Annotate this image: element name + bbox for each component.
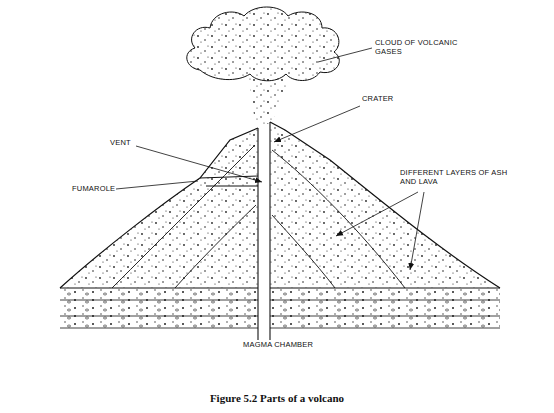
layer-line xyxy=(272,150,405,288)
gas-cloud xyxy=(187,7,340,81)
layer-line xyxy=(112,145,255,288)
leader-line xyxy=(274,106,360,142)
leader-line xyxy=(410,192,424,270)
figure-caption: Figure 5.2 Parts of a volcano xyxy=(127,392,427,404)
part-label: VENT xyxy=(110,138,150,147)
leader-line xyxy=(116,181,198,189)
fumarole-channel xyxy=(200,176,258,186)
volcano-cone xyxy=(60,128,258,288)
part-label: FUMAROLE xyxy=(72,184,132,193)
leader-line xyxy=(136,146,262,182)
vent xyxy=(258,124,270,340)
layer-line xyxy=(175,205,256,288)
part-label: MAGMA CHAMBER xyxy=(243,340,333,349)
cone-outline xyxy=(60,128,258,288)
volcano-cone xyxy=(270,122,500,288)
layer-line xyxy=(272,215,335,288)
part-label: DIFFERENT LAYERS OF ASH AND LAVA xyxy=(400,168,525,186)
vent-wall xyxy=(257,128,258,340)
leader-line xyxy=(336,192,418,236)
part-label: CLOUD OF VOLCANIC GASES xyxy=(375,38,470,56)
ground-band xyxy=(60,288,500,328)
gas-column xyxy=(248,76,290,128)
cone-outline xyxy=(270,122,500,288)
ground-line xyxy=(60,328,500,329)
ground-line xyxy=(60,316,500,317)
part-label: CRATER xyxy=(362,94,422,103)
leader-line xyxy=(318,48,372,62)
vent-wall xyxy=(269,122,270,340)
ground-line xyxy=(60,300,500,301)
